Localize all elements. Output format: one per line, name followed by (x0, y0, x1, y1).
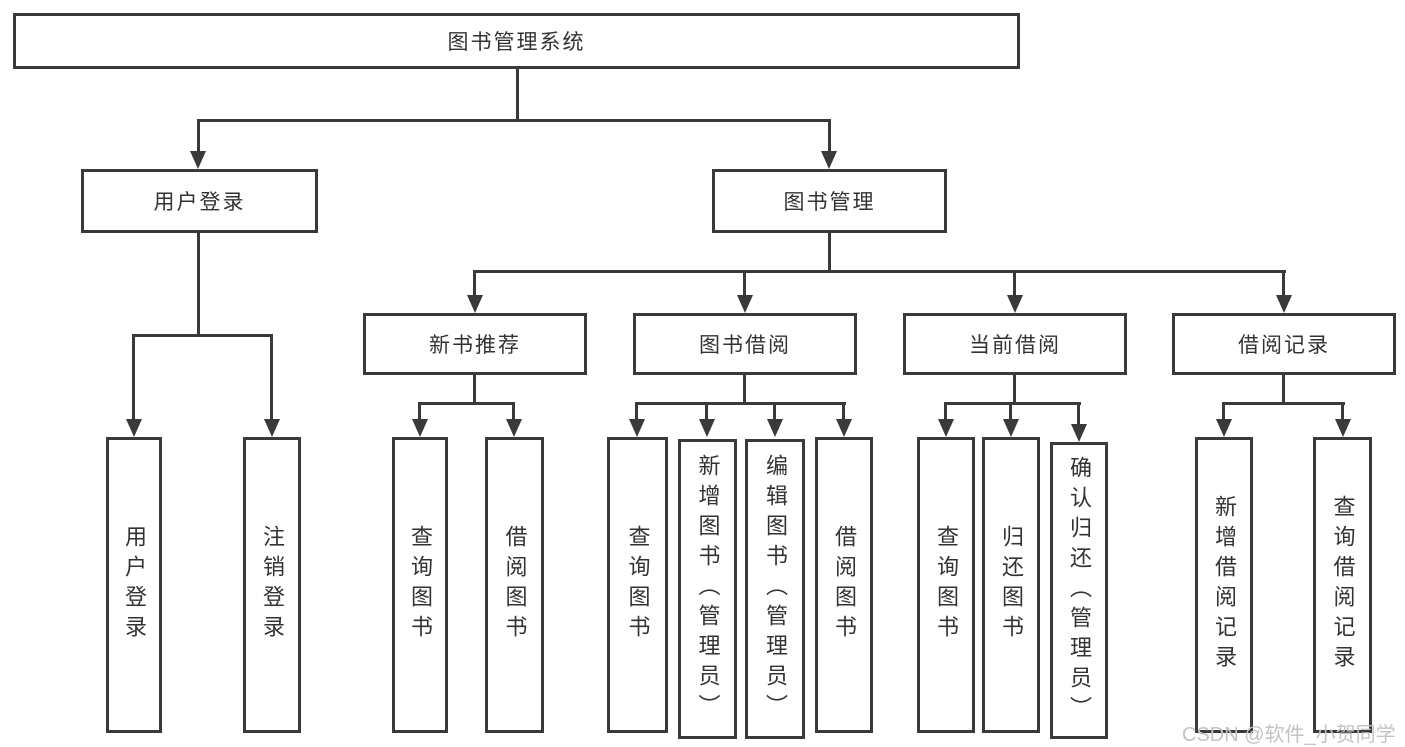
leaf-label: 新增借阅记录 (1212, 495, 1237, 675)
arrow-to-leaf (836, 419, 852, 437)
leaf-label: 借阅图书 (832, 525, 857, 645)
connector-cb-down (1013, 375, 1016, 405)
node-label: 新书推荐 (429, 334, 521, 357)
connector-cb-hline (944, 402, 1081, 405)
arrow-to-leaf (1071, 424, 1087, 442)
leaf-label: 查询图书 (934, 525, 959, 645)
connector-leaf-stem (944, 402, 947, 421)
arrow-to-leaf (1335, 419, 1351, 437)
connector-user-login-down (197, 233, 200, 336)
connector-leaf-stem (1077, 402, 1080, 426)
connector-leaf-stem (512, 402, 515, 421)
node-label: 借阅记录 (1238, 334, 1330, 357)
csdn-watermark: CSDN @软件_小贺同学 (1182, 724, 1396, 746)
connector-l3-stem (473, 270, 476, 297)
node-label: 图书管理系统 (447, 31, 586, 54)
arrow-to-leaf (1216, 419, 1232, 437)
node-book-borrow: 图书借阅 (633, 313, 857, 375)
node-new-book-recommend: 新书推荐 (363, 313, 587, 375)
node-label: 用户登录 (153, 191, 246, 214)
connector-user-login-stem (197, 119, 200, 153)
arrow-to-book-borrow (737, 295, 753, 313)
connector-leaf-stem (270, 334, 273, 419)
node-user-login: 用户登录 (81, 169, 318, 233)
connector-leaf-stem (635, 402, 638, 421)
connector-leaf-stem (1341, 402, 1344, 421)
leaf-borrow-books: 借阅图书 (815, 437, 873, 733)
leaf-label: 确认归还（管理员） (1067, 455, 1092, 726)
leaf-label: 用户登录 (122, 525, 147, 645)
arrow-to-leaf (1003, 419, 1019, 437)
leaf-confirm-return-admin: 确认归还（管理员） (1050, 442, 1108, 739)
node-borrow-records: 借阅记录 (1172, 313, 1396, 375)
connector-level2-hline (197, 119, 831, 122)
connector-bb-down (743, 375, 746, 405)
connector-l3-stem (1282, 270, 1285, 297)
arrow-to-leaf (767, 419, 783, 437)
connector-level3-hline (473, 270, 1286, 273)
leaf-return-books: 归还图书 (982, 437, 1040, 733)
leaf-label: 注销登录 (260, 525, 285, 645)
arrow-to-leaf (506, 419, 522, 437)
connector-l3-stem (743, 270, 746, 297)
node-current-borrow: 当前借阅 (903, 313, 1127, 375)
connector-leaf-stem (1222, 402, 1225, 421)
node-root-library-management-system: 图书管理系统 (13, 13, 1020, 69)
connector-leaf-stem (842, 402, 845, 421)
connector-leaf-stem (132, 334, 135, 419)
leaf-label: 归还图书 (999, 525, 1024, 645)
node-label: 图书借阅 (699, 334, 791, 357)
node-book-management: 图书管理 (712, 169, 947, 233)
arrow-to-current-borrow (1007, 295, 1023, 313)
arrow-to-user-login (190, 151, 206, 169)
arrow-to-leaf (629, 419, 645, 437)
connector-l3-stem (1013, 270, 1016, 297)
node-label: 当前借阅 (969, 334, 1061, 357)
leaf-label: 编辑图书（管理员） (763, 454, 788, 724)
leaf-borrow-books-recommend: 借阅图书 (485, 437, 544, 733)
arrow-to-leaf-user-login (126, 419, 142, 437)
connector-leaf-stem (705, 402, 708, 421)
connector-book-mgmt-down (828, 233, 831, 273)
leaf-edit-books-admin: 编辑图书（管理员） (745, 439, 805, 739)
connector-bb-hline (635, 402, 846, 405)
connector-nbr-down (473, 375, 476, 405)
leaf-add-borrow-record: 新增借阅记录 (1195, 437, 1253, 733)
connector-leaf-stem (1009, 402, 1012, 421)
arrow-to-book-mgmt (821, 151, 837, 169)
node-label: 图书管理 (783, 191, 876, 214)
arrow-to-leaf (938, 419, 954, 437)
leaf-user-login: 用户登录 (106, 437, 162, 733)
leaf-logout-login: 注销登录 (243, 437, 301, 733)
leaf-label: 新增图书（管理员） (695, 454, 721, 724)
leaf-label: 查询图书 (408, 525, 433, 645)
leaf-label: 查询图书 (625, 525, 651, 645)
leaf-query-books-recommend: 查询图书 (392, 437, 448, 733)
connector-leaf-stem (773, 402, 776, 421)
arrow-to-leaf-logout (264, 419, 280, 437)
arrow-to-leaf (412, 419, 428, 437)
leaf-query-books-current: 查询图书 (917, 437, 975, 733)
leaf-query-books-borrow: 查询图书 (607, 437, 668, 733)
connector-leaf-stem (418, 402, 421, 421)
arrow-to-new-book-recommend (467, 295, 483, 313)
connector-book-mgmt-stem (828, 119, 831, 153)
leaf-add-books-admin: 新增图书（管理员） (678, 439, 737, 739)
arrow-to-borrow-records (1276, 295, 1292, 313)
connector-nbr-hline (418, 402, 515, 405)
arrow-to-leaf (699, 419, 715, 437)
leaf-label: 借阅图书 (502, 525, 528, 645)
connector-br-hline (1222, 402, 1345, 405)
leaf-label: 查询借阅记录 (1330, 495, 1356, 675)
connector-br-down (1282, 375, 1285, 405)
connector-root-stem (516, 69, 519, 120)
leaf-query-borrow-record: 查询借阅记录 (1313, 437, 1372, 733)
connector-user-login-hline (132, 334, 273, 337)
